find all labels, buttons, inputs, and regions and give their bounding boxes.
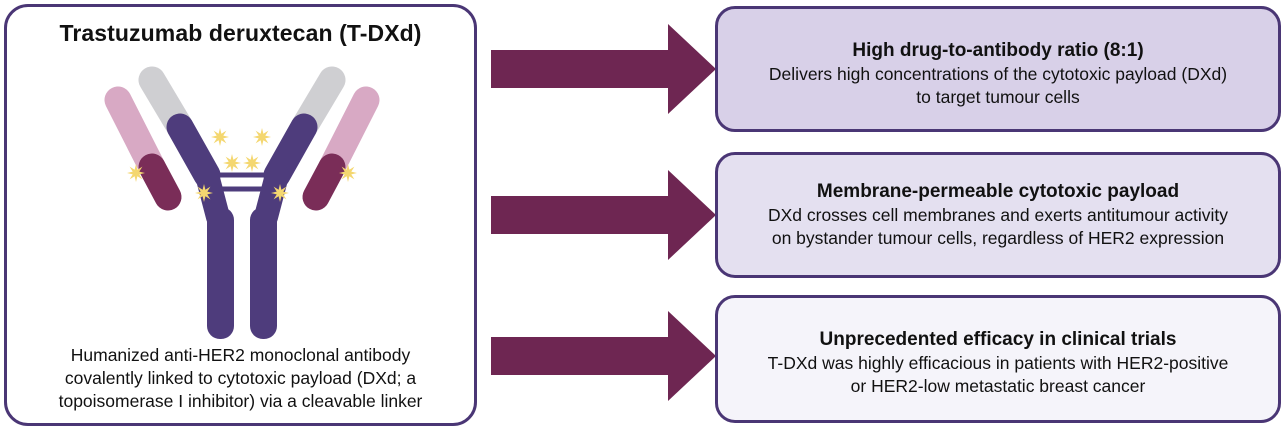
card-body-line: to target tumour cells [916, 87, 1080, 107]
payload-star-icon [271, 184, 289, 202]
card-drug-antibody-ratio: High drug-to-antibody ratio (8:1) Delive… [715, 6, 1281, 132]
card-title: Membrane-permeable cytotoxic payload [816, 181, 1180, 202]
payload-star-icon [211, 128, 229, 146]
payload-star-icon [127, 164, 145, 182]
caption-line: covalently linked to cytotoxic payload (… [64, 368, 417, 388]
payload-star-icon [223, 154, 241, 172]
card-body: Delivers high concentrations of the cyto… [718, 63, 1278, 109]
arrow-right-1 [491, 24, 716, 114]
card-body: DXd crosses cell membranes and exerts an… [718, 204, 1278, 250]
card-body-line: or HER2-low metastatic breast cancer [850, 376, 1146, 396]
right-light-chain [302, 86, 380, 211]
arrow-right-2 [491, 170, 716, 260]
payload-stars [127, 128, 357, 202]
panel-caption: Humanized anti-HER2 monoclonal antibody … [7, 344, 474, 413]
arrow-right-3 [491, 311, 716, 401]
caption-line: Humanized anti-HER2 monoclonal antibody [70, 345, 411, 365]
card-body-line: on bystander tumour cells, regardless of… [771, 228, 1225, 248]
payload-star-icon [243, 154, 261, 172]
fc-stem [207, 207, 277, 339]
card-title: High drug-to-antibody ratio (8:1) [852, 40, 1144, 61]
card-body-line: T-DXd was highly efficacious in patients… [767, 353, 1229, 373]
card-clinical-efficacy: Unprecedented efficacy in clinical trial… [715, 295, 1281, 423]
card-body-line: Delivers high concentrations of the cyto… [768, 64, 1228, 84]
panel-title: Trastuzumab deruxtecan (T-DXd) [59, 20, 422, 46]
payload-star-icon [253, 128, 271, 146]
left-light-chain [104, 86, 182, 211]
payload-star-icon [195, 184, 213, 202]
t-dxd-panel: Trastuzumab deruxtecan (T-DXd) [4, 4, 477, 426]
payload-star-icon [339, 164, 357, 182]
card-title: Unprecedented efficacy in clinical trial… [819, 329, 1177, 350]
card-body-line: DXd crosses cell membranes and exerts an… [767, 205, 1229, 225]
hinge-linkers [220, 172, 264, 192]
card-body: T-DXd was highly efficacious in patients… [718, 352, 1278, 398]
card-membrane-permeable: Membrane-permeable cytotoxic payload DXd… [715, 152, 1281, 278]
antibody-illustration [104, 66, 380, 339]
caption-line: topoisomerase I inhibitor) via a cleavab… [58, 391, 423, 411]
